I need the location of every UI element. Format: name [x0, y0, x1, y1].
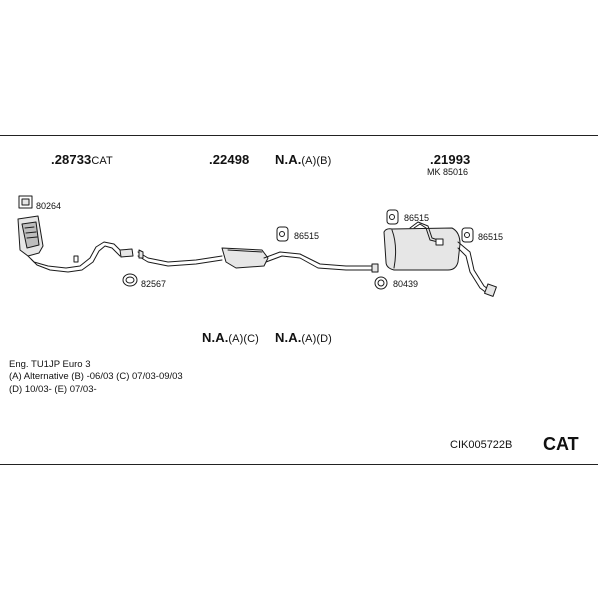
engine-notes: Eng. TU1JP Euro 3 (A) Alternative (B) -0… — [9, 359, 183, 396]
ring-label-80439: 80439 — [393, 279, 419, 289]
diagram-frame — [0, 135, 598, 465]
hanger-label-86515-rear-right: 86515 — [478, 232, 504, 242]
note-line-engine: Eng. TU1JP Euro 3 — [9, 359, 91, 370]
rear-silencer-icon — [383, 221, 497, 297]
hanger-label-86515-middle: 86515 — [294, 231, 320, 241]
rubber-hanger-86515-right-icon — [461, 227, 474, 243]
middle-silencer-icon — [137, 247, 379, 273]
part-label-na-ab: N.A.(A)(B) — [275, 152, 332, 167]
gasket-label-80264: 80264 — [36, 201, 62, 211]
category-badge: CAT — [543, 434, 579, 454]
seal-ring-82567-icon — [122, 273, 138, 287]
note-line-alternatives: (A) Alternative (B) -06/03 (C) 07/03-09/… — [9, 371, 183, 383]
rubber-hanger-86515-rear-icon — [386, 209, 399, 225]
seal-ring-80439-icon — [374, 276, 388, 290]
part-label-mounting-kit: MK 85016 — [427, 167, 469, 177]
part-label-middle-silencer: .22498 — [209, 152, 250, 167]
rubber-hanger-86515-icon — [276, 226, 289, 242]
ring-label-82567: 82567 — [141, 279, 167, 289]
kit-reference-number: CIK005722B — [450, 439, 513, 451]
part-label-catalyst: .28733CAT — [51, 152, 113, 167]
part-label-rear-silencer: .21993 — [430, 152, 471, 167]
catalytic-converter-icon — [17, 215, 134, 273]
part-label-na-ad: N.A.(A)(D) — [275, 330, 332, 345]
part-label-na-ac: N.A.(A)(C) — [202, 330, 259, 345]
note-line-dates: (D) 10/03- (E) 07/03- — [9, 383, 97, 395]
hanger-label-86515-rear-top: 86515 — [404, 213, 430, 223]
gasket-80264-icon — [18, 195, 33, 209]
